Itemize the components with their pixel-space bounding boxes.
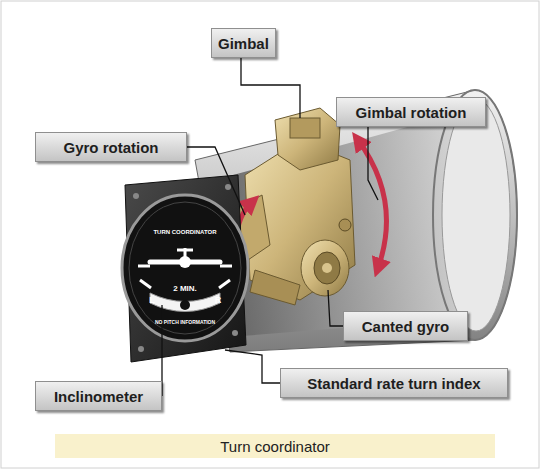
gimbal-base	[250, 270, 300, 305]
level-index	[220, 265, 232, 268]
mount-screw	[232, 330, 238, 336]
leader-line	[368, 127, 378, 200]
callout-text: Canted gyro	[362, 318, 450, 335]
callout-text: Standard rate turn index	[307, 375, 480, 392]
callout-box: Gyro rotation	[35, 132, 187, 162]
dial-marking: L	[149, 295, 155, 305]
instrument-face	[122, 195, 248, 341]
mount-screw	[138, 346, 144, 352]
callout-box: Standard rate turn index	[280, 368, 508, 398]
face-ring	[129, 202, 241, 334]
callout-box: Gimbal	[211, 28, 276, 58]
mount-screw	[225, 184, 231, 190]
leader-line	[187, 147, 245, 215]
leader-line	[241, 58, 300, 118]
standard-rate-index	[140, 280, 151, 288]
gimbal-rotation-arrow	[358, 140, 386, 268]
callout-text: Gimbal rotation	[356, 104, 467, 121]
airplane-tail	[177, 249, 193, 252]
canted-gyro-rotor	[314, 252, 340, 284]
dial-marking: 2 MIN.	[173, 284, 197, 293]
callout-text: Gimbal	[218, 35, 269, 52]
gimbal-block	[290, 118, 320, 138]
inclinometer-tube	[150, 293, 220, 312]
callout-box: Inclinometer	[35, 381, 162, 411]
inclinometer-ball	[180, 300, 190, 310]
canted-gyro-housing	[301, 240, 349, 296]
gyro-hub	[322, 263, 332, 273]
housing-end	[442, 99, 510, 331]
mount-screw	[133, 193, 139, 199]
gimbal-pivot	[339, 219, 351, 231]
standard-rate-index	[219, 280, 230, 288]
housing-cutaway	[222, 112, 466, 336]
dial-marking: TURN COORDINATOR	[153, 229, 216, 235]
leader-line	[328, 290, 343, 326]
callout-box: Gimbal rotation	[336, 97, 486, 127]
dial-marking: R	[215, 295, 222, 305]
leader-line	[225, 350, 280, 383]
dial-marking: NO PITCH INFORMATION	[155, 319, 215, 325]
gimbal-top	[275, 108, 340, 170]
callout-text: Gyro rotation	[63, 139, 158, 156]
housing-rim	[433, 90, 517, 340]
level-index	[138, 265, 150, 268]
callout-text: Inclinometer	[54, 388, 143, 405]
caption-text: Turn coordinator	[220, 438, 330, 455]
caption-band: Turn coordinator	[55, 434, 495, 458]
callout-box: Canted gyro	[343, 311, 468, 341]
